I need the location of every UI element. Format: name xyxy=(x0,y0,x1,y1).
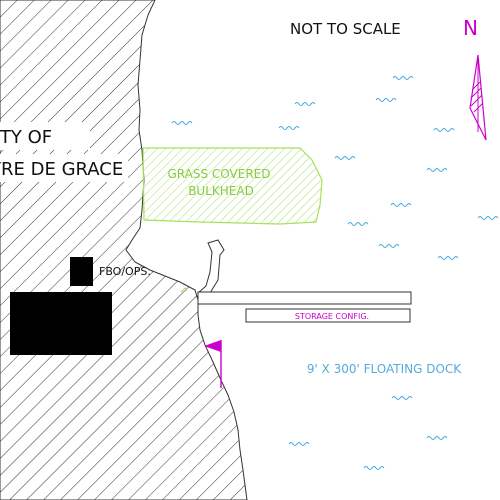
wave xyxy=(375,98,397,102)
wave xyxy=(426,168,448,172)
land-area xyxy=(0,0,248,500)
wave xyxy=(363,466,385,470)
grass-bulkhead-area xyxy=(142,147,323,225)
wave xyxy=(294,102,316,106)
wave xyxy=(278,126,300,130)
wave xyxy=(433,128,455,132)
city-label-backing-2 xyxy=(0,154,128,182)
north-arrow xyxy=(469,54,487,141)
wave xyxy=(334,156,356,160)
wave xyxy=(288,442,310,446)
scale-note: NOT TO SCALE xyxy=(290,20,401,38)
wave xyxy=(392,76,414,80)
city-label-line2: HAVRE DE GRACE xyxy=(0,159,123,180)
storage-config-box xyxy=(245,308,411,323)
grass-label-line1: GRASS COVERED xyxy=(168,167,271,181)
wave xyxy=(347,222,369,226)
dock-label: 9' X 300' FLOATING DOCK xyxy=(307,362,462,376)
flag-marker xyxy=(204,340,222,388)
floating-dock xyxy=(197,291,412,305)
main-building xyxy=(10,292,112,355)
grass-label-line2: BULKHEAD xyxy=(188,184,254,198)
green-mark xyxy=(180,287,188,293)
north-label: N xyxy=(463,16,478,40)
water-waves xyxy=(171,76,499,470)
city-label-line1: CITY OF xyxy=(0,127,52,148)
wave xyxy=(391,396,413,400)
wave xyxy=(437,256,459,260)
wave xyxy=(171,121,193,125)
fbo-label: FBO/OPS. xyxy=(99,265,151,278)
city-label-backing xyxy=(0,122,90,150)
wave xyxy=(378,244,400,248)
fbo-ops-building xyxy=(70,257,93,286)
wave xyxy=(426,436,448,440)
storage-label: STORAGE CONFIG. xyxy=(295,312,369,321)
gangway xyxy=(197,239,225,301)
wave xyxy=(477,216,499,220)
wave xyxy=(390,203,412,207)
